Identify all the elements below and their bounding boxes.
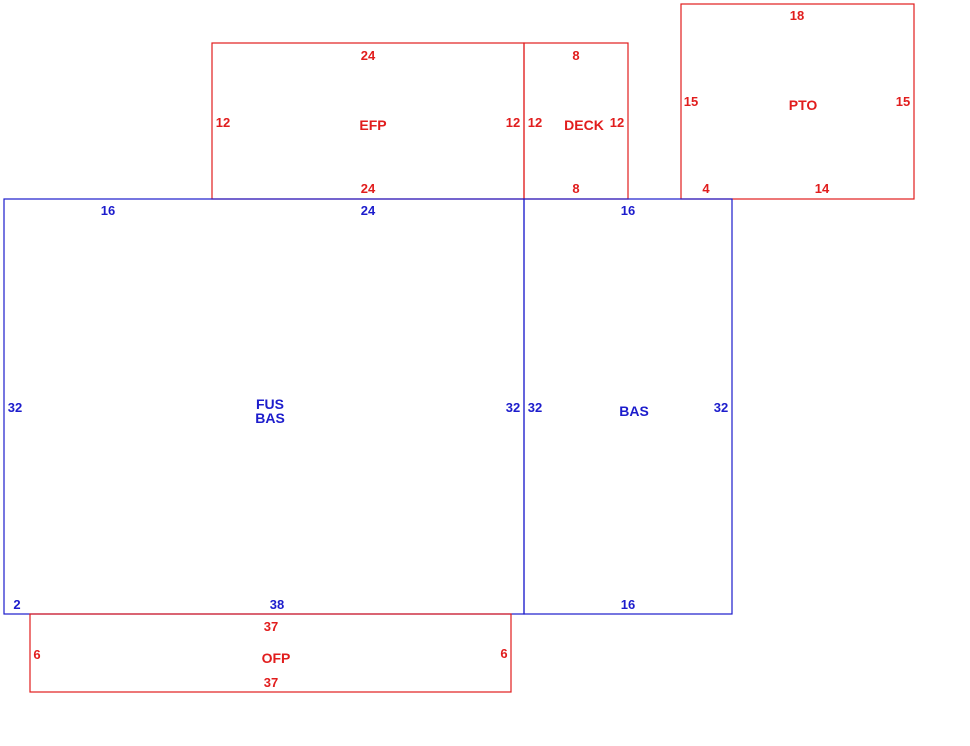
bas-bottom-dimension: 16: [621, 597, 635, 612]
ofp-bottom-dimension: 37: [264, 675, 278, 690]
ofp-label: OFP: [262, 650, 291, 666]
pto-right-dimension: 15: [896, 94, 910, 109]
bas-label-second-line: BAS: [255, 410, 285, 426]
deck-left-dimension: 12: [528, 115, 542, 130]
pto-bottom-left-dimension: 4: [702, 181, 710, 196]
bas-left-dimension: 32: [528, 400, 542, 415]
ofp-left-dimension: 6: [33, 647, 40, 662]
ofp-area: OFP 37 37 6 6: [29, 613, 512, 693]
pto-label: PTO: [789, 97, 818, 113]
ofp-top-dimension: 37: [264, 619, 278, 634]
fus-bas-top-right-dimension: 24: [361, 203, 376, 218]
bas-right-dimension: 32: [714, 400, 728, 415]
efp-bottom-dimension: 24: [361, 181, 376, 196]
efp-right-dimension: 12: [506, 115, 520, 130]
bas-area: BAS 16 16 32 32: [523, 198, 733, 615]
fus-bas-area: FUS BAS 16 24 32 32 2 38: [3, 198, 525, 615]
ofp-right-dimension: 6: [500, 646, 507, 661]
pto-outline: [680, 3, 915, 200]
bas-label: BAS: [619, 403, 649, 419]
bas-outline: [523, 198, 733, 615]
fus-label: FUS: [256, 396, 284, 412]
fus-bas-top-left-dimension: 16: [101, 203, 115, 218]
pto-bottom-right-dimension: 14: [815, 181, 830, 196]
pto-top-dimension: 18: [790, 8, 804, 23]
fus-bas-right-dimension: 32: [506, 400, 520, 415]
deck-top-dimension: 8: [572, 48, 579, 63]
fus-bas-bottom-left-dimension: 2: [13, 597, 20, 612]
bas-top-dimension: 16: [621, 203, 635, 218]
efp-area: EFP 24 24 12 12: [211, 42, 525, 200]
ofp-outline: [29, 613, 512, 693]
deck-right-dimension: 12: [610, 115, 624, 130]
efp-top-dimension: 24: [361, 48, 376, 63]
deck-bottom-dimension: 8: [572, 181, 579, 196]
efp-label: EFP: [359, 117, 386, 133]
efp-left-dimension: 12: [216, 115, 230, 130]
deck-area: DECK 8 8 12 12: [523, 42, 629, 200]
pto-left-dimension: 15: [684, 94, 698, 109]
deck-label: DECK: [564, 117, 604, 133]
fus-bas-left-dimension: 32: [8, 400, 22, 415]
pto-area: PTO 18 4 14 15 15: [680, 3, 915, 200]
fus-bas-bottom-right-dimension: 38: [270, 597, 284, 612]
